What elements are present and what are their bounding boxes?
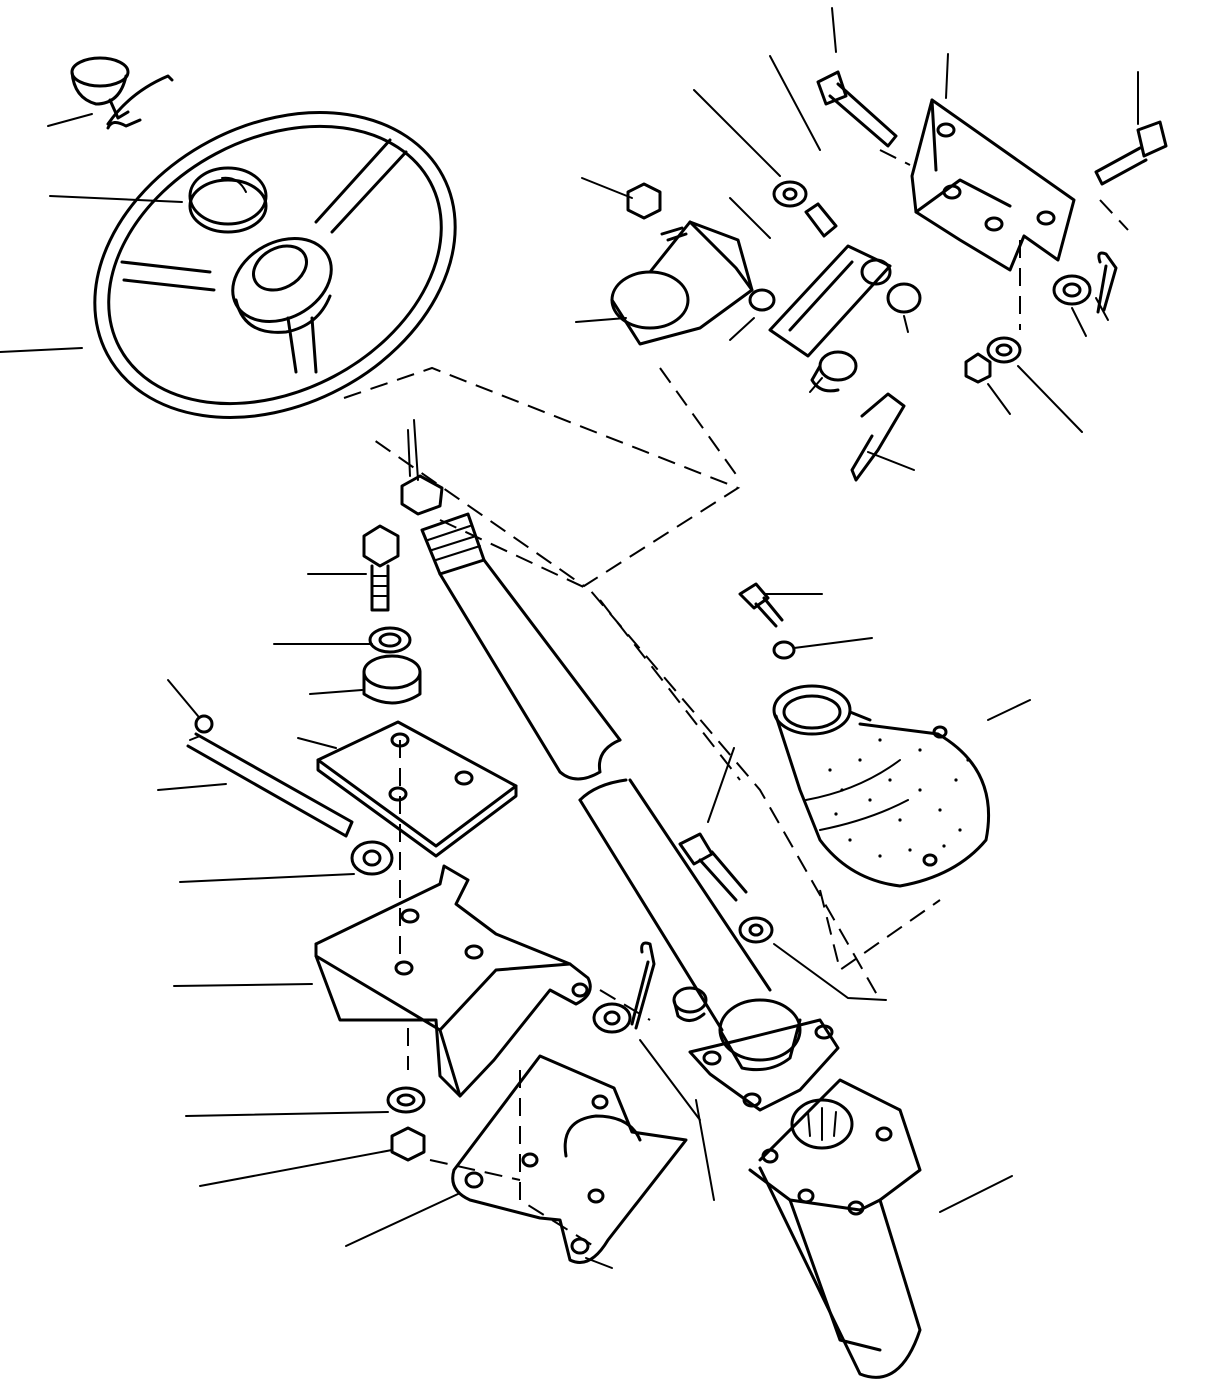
steering-column-shaft	[400, 419, 840, 1112]
pivot-pin-part	[186, 714, 394, 876]
column-support-bracket	[314, 864, 592, 1098]
lower-clamp-bracket	[451, 1054, 688, 1264]
bracket-lower-fasteners	[386, 1086, 426, 1162]
steering-wheel-part	[93, 111, 457, 419]
horn-button-part	[70, 56, 174, 130]
support-plate-part	[316, 720, 518, 858]
centre-fasteners	[592, 832, 774, 1034]
upper-support-bolt	[362, 524, 400, 612]
horn-cap-part	[188, 166, 268, 234]
boot-bolt-and-washer	[738, 582, 796, 660]
upper-support-washers	[362, 626, 422, 705]
assembly-guide-lines	[343, 149, 1129, 1251]
column-boot-part	[772, 684, 991, 888]
callout-leader-lines	[0, 7, 1139, 1269]
tilt-lock-bracket-group	[610, 70, 1168, 482]
steering-gearbox-part	[748, 1078, 922, 1379]
